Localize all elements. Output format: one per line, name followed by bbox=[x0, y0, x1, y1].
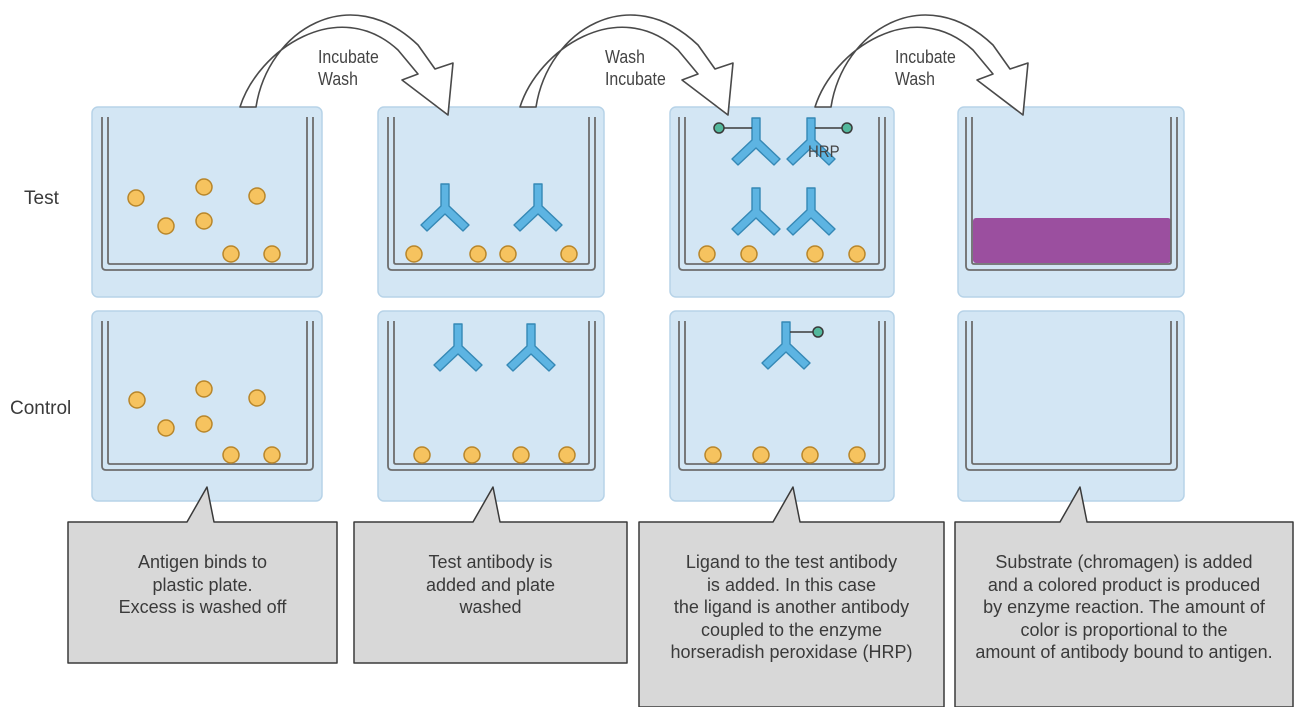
step-3-line-2: Wash bbox=[895, 69, 935, 89]
panel-control-3 bbox=[669, 310, 895, 502]
antigen bbox=[127, 189, 145, 207]
row-label-test: Test bbox=[24, 188, 59, 209]
well-control-3 bbox=[678, 321, 886, 471]
antigen bbox=[195, 178, 213, 196]
callout-box-1 bbox=[67, 486, 338, 664]
well-control-4 bbox=[965, 321, 1178, 471]
hrp-tags bbox=[713, 122, 853, 338]
caption-step-1: Antigen binds to plastic plate. Excess i… bbox=[118, 552, 287, 617]
callout-box-3 bbox=[638, 486, 945, 707]
well-control-2 bbox=[387, 321, 596, 471]
antigen bbox=[848, 446, 866, 464]
antigen bbox=[248, 389, 266, 407]
antigen bbox=[512, 446, 530, 464]
antigen bbox=[222, 446, 240, 464]
caption-step-3: Ligand to the test antibody is added. In… bbox=[670, 552, 913, 662]
hrp-enzyme-icon bbox=[841, 122, 853, 134]
caption-step-4: Substrate (chromagen) is added and a col… bbox=[975, 552, 1273, 662]
well-test-3 bbox=[678, 117, 886, 271]
antigen bbox=[740, 245, 758, 263]
antigen bbox=[560, 245, 578, 263]
antigen bbox=[413, 446, 431, 464]
arrow-step-2 bbox=[519, 14, 734, 116]
antigen bbox=[263, 245, 281, 263]
antigen bbox=[195, 415, 213, 433]
callout-box-4 bbox=[954, 486, 1294, 707]
well-control-1 bbox=[101, 321, 314, 471]
antigen bbox=[704, 446, 722, 464]
antigen bbox=[848, 245, 866, 263]
antigen bbox=[463, 446, 481, 464]
hrp-label: HRP bbox=[808, 142, 840, 161]
well-test-1 bbox=[101, 117, 314, 271]
antigen bbox=[263, 446, 281, 464]
antigen bbox=[752, 446, 770, 464]
step-3-line-1: Incubate bbox=[895, 47, 956, 67]
arrow-step-3 bbox=[814, 14, 1029, 116]
hrp-enzyme-icon bbox=[812, 326, 824, 338]
antigen bbox=[806, 245, 824, 263]
antigen bbox=[248, 187, 266, 205]
hrp-enzyme-icon bbox=[713, 122, 725, 134]
antigen bbox=[195, 212, 213, 230]
panel-test-4 bbox=[957, 106, 1185, 298]
antigen bbox=[222, 245, 240, 263]
step-2-line-1: Wash bbox=[605, 47, 645, 67]
well-test-4 bbox=[965, 117, 1178, 271]
panels bbox=[91, 106, 1185, 502]
antigen bbox=[499, 245, 517, 263]
panel-test-1 bbox=[91, 106, 323, 298]
panel-test-2 bbox=[377, 106, 605, 298]
step-2-line-2: Incubate bbox=[605, 69, 666, 89]
antigen bbox=[469, 245, 487, 263]
wells bbox=[101, 117, 1178, 471]
antigen bbox=[157, 419, 175, 437]
antigen bbox=[405, 245, 423, 263]
panel-control-4 bbox=[957, 310, 1185, 502]
row-label-control: Control bbox=[10, 398, 72, 419]
antigen bbox=[157, 217, 175, 235]
antigen bbox=[801, 446, 819, 464]
antigens bbox=[127, 178, 866, 464]
process-arrows bbox=[239, 14, 1029, 116]
antigen bbox=[558, 446, 576, 464]
panel-test-3 bbox=[669, 106, 895, 298]
antigen bbox=[128, 391, 146, 409]
well-test-2 bbox=[387, 117, 596, 271]
arrow-step-1 bbox=[239, 14, 454, 116]
step-1-line-1: Incubate bbox=[318, 47, 379, 67]
caption-step-2: Test antibody is added and plate washed bbox=[425, 552, 556, 617]
antigen bbox=[698, 245, 716, 263]
step-1-line-2: Wash bbox=[318, 69, 358, 89]
antigen bbox=[195, 380, 213, 398]
panel-control-1 bbox=[91, 310, 323, 502]
callout-box-2 bbox=[353, 486, 628, 664]
panel-control-2 bbox=[377, 310, 605, 502]
callout-pointers bbox=[67, 486, 1294, 707]
colored-product bbox=[973, 218, 1171, 263]
